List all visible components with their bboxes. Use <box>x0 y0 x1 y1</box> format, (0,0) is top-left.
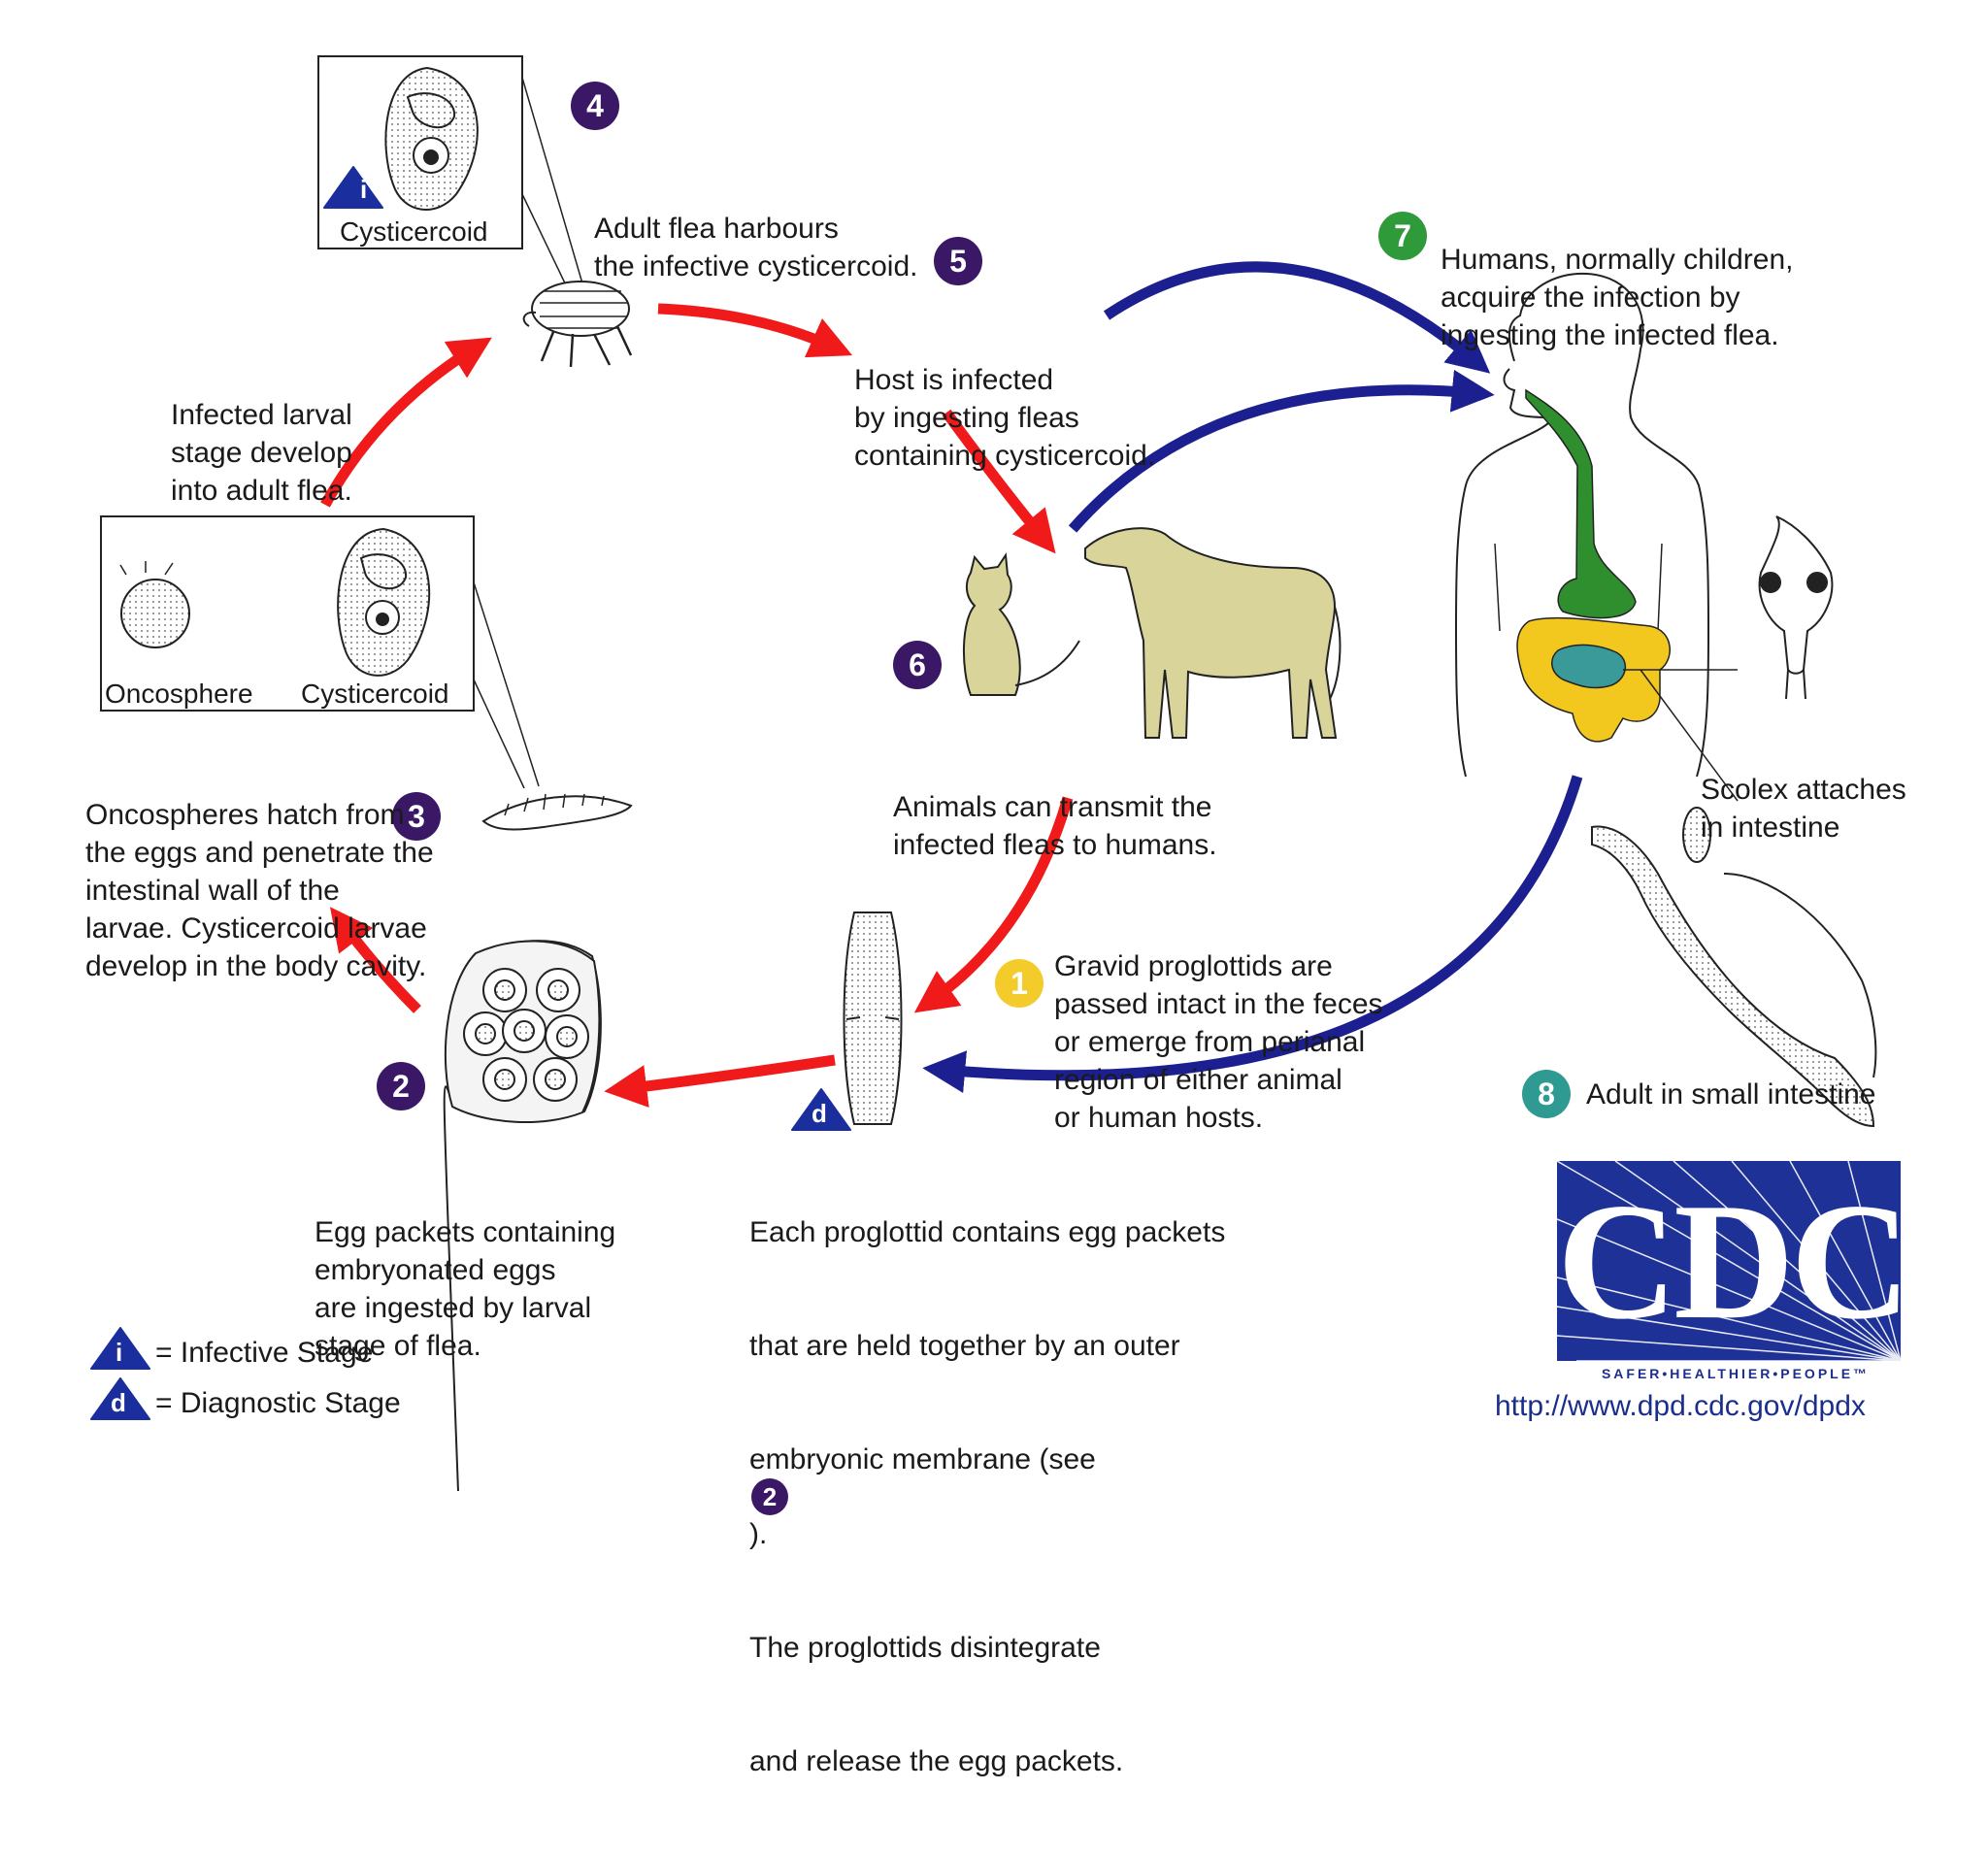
cdc-logo-letters: CDC <box>1557 1170 1901 1354</box>
adult-tapeworm-drawing <box>1591 807 1877 1128</box>
step-2-reference-badge: 2 <box>751 1478 788 1515</box>
diagram-graphics <box>90 55 1877 1491</box>
arrow-proglottid-to-eggs <box>604 1054 836 1108</box>
cdc-logo-rays <box>1557 1161 1901 1361</box>
diagnostic-marker-letter: d <box>812 1099 827 1128</box>
proglottid-drawing <box>843 911 903 1125</box>
arrow-animal-to-human <box>1068 369 1495 533</box>
step-5-badge: 5 <box>934 237 982 285</box>
scolex-drawing <box>1623 515 1834 802</box>
legend-diagnostic-letter: d <box>111 1388 126 1417</box>
arrow-human-to-proglottid <box>922 775 1583 1094</box>
cdc-logo: CDC <box>1557 1161 1901 1361</box>
step-2-badge: 2 <box>377 1062 425 1110</box>
arrow-animals-to-proglottid <box>913 796 1074 1013</box>
oncosphere-label: Oncosphere <box>105 679 253 709</box>
legend-triangles <box>90 1327 150 1420</box>
step-8-text: Adult in small intestine <box>1586 1078 1876 1110</box>
adult-flea-drawing <box>522 281 633 368</box>
cysticercoid-label-top: Cysticercoid <box>340 216 488 247</box>
step-4-badge: 4 <box>571 82 619 130</box>
human-figure-drawing <box>1455 272 1709 778</box>
legend-diagnostic-label: = Diagnostic Stage <box>155 1387 401 1419</box>
arrow-host-to-animals <box>942 409 1056 554</box>
oncosphere-box <box>100 515 540 789</box>
legend-infective-letter: i <box>116 1338 123 1367</box>
flea-larva-drawing <box>481 793 633 831</box>
arrow-larvae-to-flea <box>320 337 492 508</box>
step-1-badge: 1 <box>995 959 1044 1008</box>
legend-infective-label: = Infective Stage <box>155 1337 374 1369</box>
step-3-badge: 3 <box>392 792 441 841</box>
dog-drawing <box>1084 527 1342 739</box>
infective-stage-marker-top <box>323 166 383 209</box>
cdc-url-link[interactable]: http://www.dpd.cdc.gov/dpdx <box>1495 1390 1866 1422</box>
egg-packet-drawing <box>443 940 602 1491</box>
cat-drawing <box>963 552 1080 696</box>
cysticercoid-box-top <box>317 55 583 290</box>
step-7-text: Humans, normally children,acquire the in… <box>1441 244 1794 351</box>
intestine-drawing <box>1516 388 1671 743</box>
lifecycle-diagram: i d i d Cysticercoid Oncosphere Cysticer… <box>85 55 1906 1777</box>
diagnostic-stage-marker-proglottid <box>791 1088 851 1131</box>
step-6-badge: 6 <box>893 641 942 689</box>
step-7-badge: 7 <box>1378 212 1427 260</box>
arrow-host-to-human <box>1103 261 1491 374</box>
proglottid-text: Each proglottid contains egg packets tha… <box>749 1216 1226 1777</box>
cdc-tagline: SAFER•HEALTHIER•PEOPLE™ <box>1601 1366 1871 1381</box>
arrow-eggs-to-larvae <box>330 907 421 1013</box>
step-8-badge: 8 <box>1522 1070 1571 1118</box>
infective-marker-letter-top: i <box>360 175 368 204</box>
arrow-flea-to-host <box>657 303 853 358</box>
blue-arrows <box>922 261 1583 1094</box>
cysticercoid-label-left: Cysticercoid <box>301 679 449 709</box>
red-arrows <box>254 303 1074 1108</box>
